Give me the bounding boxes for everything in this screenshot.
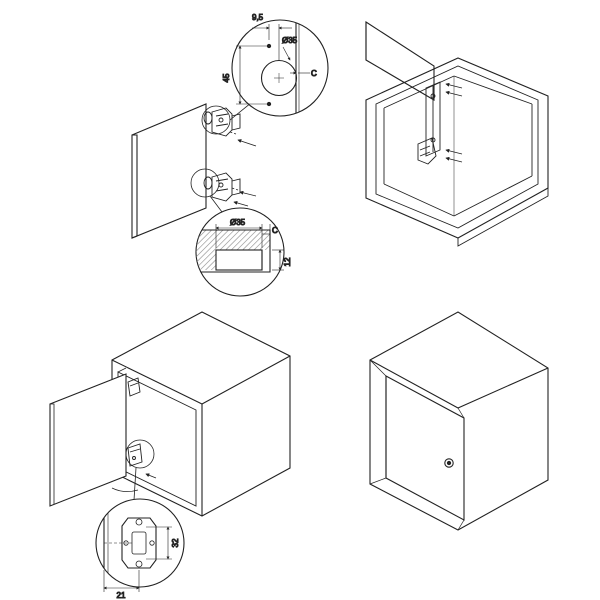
section-detail-leader [209,195,223,213]
bottom-detail-circle [95,498,185,588]
upper-hinge [203,107,241,137]
cabinet-hinges [127,377,143,467]
screw-arrows-door [229,131,257,207]
dim-diameter-label: Ø35 [282,36,298,45]
section-detail-dimensions [215,224,284,271]
bottom-detail-leader [133,467,137,501]
dim-height-label: 45 [222,73,231,82]
mounting-plates [417,81,441,165]
sec-depth-label: 12 [283,257,292,266]
lower-hinge [203,172,241,202]
sec-diameter-label: Ø35 [230,218,246,227]
lower-hinge-ring-cabinet [125,439,155,469]
bottom-detail-dimensions [103,526,172,592]
dim-offset-label: 9,5 [252,13,264,22]
panel-open-cabinet: 32 21 [49,311,291,600]
cabinet-box [111,311,291,517]
panel-closed-cabinet [369,311,549,531]
closed-cabinet-outline [369,311,549,531]
lower-hinge-callout-ring [190,168,220,198]
plate-spacing-label: 32 [171,538,180,547]
top-detail-circle [231,19,329,117]
door-panel [131,103,207,239]
door-lock-icon [444,458,454,468]
open-door-front [49,373,127,507]
cabinet-inner-corners [383,75,533,217]
panel-door-drilling: 9,5 Ø35 45 C Ø35 C [131,12,329,297]
top-detail-dimensions [236,24,310,105]
plate-width-label: 21 [117,591,126,600]
open-door [365,20,435,101]
sec-clearance-label: C [272,226,278,235]
dim-clearance-label: C [311,69,317,78]
panel-cabinet-interior [365,20,549,247]
screw-arrows-cabinet [445,82,463,163]
